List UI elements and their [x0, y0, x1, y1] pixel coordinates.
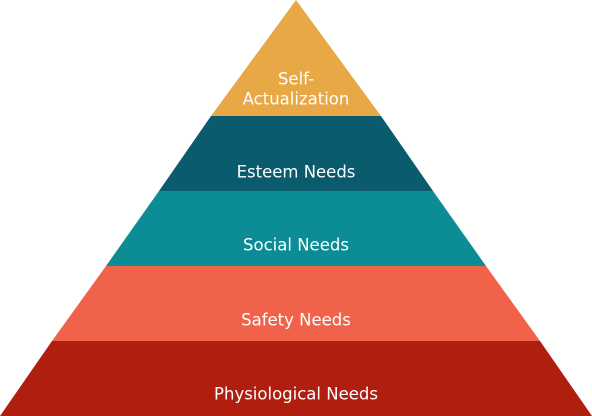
tier-safety-needs: [52, 266, 540, 341]
tier-label-social-needs: Social Needs: [243, 236, 349, 255]
tier-label-self-actualization-line-2: Actualization: [243, 90, 350, 109]
tier-label-physiological-needs: Physiological Needs: [214, 385, 378, 404]
tier-self-actualization: [211, 0, 381, 116]
tier-esteem-needs: [159, 116, 433, 191]
tier-social-needs: [106, 191, 486, 266]
tier-label-safety-needs: Safety Needs: [241, 311, 351, 330]
tier-physiological-needs: [0, 341, 592, 416]
tier-label-esteem-needs: Esteem Needs: [237, 163, 356, 182]
tier-label-self-actualization-line-1: Self-: [278, 70, 314, 89]
